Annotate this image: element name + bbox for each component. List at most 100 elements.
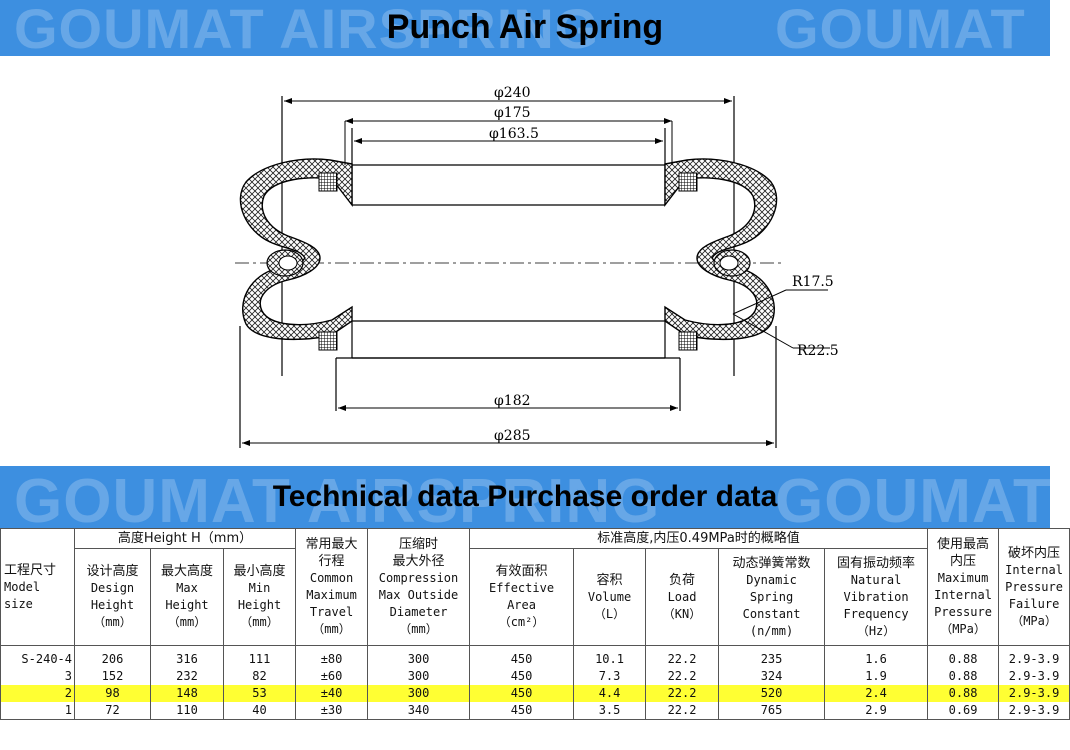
table-cell: 2.9-3.9 xyxy=(998,702,1070,720)
header-line: Pressure xyxy=(1005,579,1063,594)
header-line: Internal xyxy=(1005,562,1063,577)
header-line: Constant xyxy=(742,606,801,621)
header-line: 最小高度 xyxy=(233,564,286,579)
header-line: （KN） xyxy=(662,606,702,621)
header-line: 负荷 xyxy=(669,572,696,588)
header-line: Design xyxy=(90,581,135,595)
table-cell: 0.88 xyxy=(927,651,1000,668)
header-line: （Hz） xyxy=(856,623,896,638)
table-cell: ±60 xyxy=(295,668,369,685)
header-line: （mm） xyxy=(93,615,132,629)
header-line: Height xyxy=(237,598,282,612)
header-line: Dynamic xyxy=(746,572,797,587)
table-cell: 22.2 xyxy=(645,668,720,685)
table-cell: 82 xyxy=(222,668,297,685)
header-line: 破坏内压 xyxy=(1008,545,1061,561)
header-line: 最大外径 xyxy=(392,554,445,569)
model-cell: 3 xyxy=(0,668,75,685)
header-line: (n/mm) xyxy=(749,623,794,638)
table-cell: 22.2 xyxy=(645,651,720,668)
table-cell: 1.9 xyxy=(824,668,929,685)
dim-163-label: φ163.5 xyxy=(489,126,539,142)
header-line: 内压 xyxy=(950,554,977,569)
table-cell: 7.3 xyxy=(573,668,647,685)
table-cell: 2.9-3.9 xyxy=(998,668,1070,685)
header-line: Pressure xyxy=(934,605,992,619)
table-cell: 3.5 xyxy=(573,702,647,720)
header-line: （mm） xyxy=(240,615,279,629)
table-cell: 520 xyxy=(718,685,826,702)
table-cell: 1.6 xyxy=(824,651,929,668)
header-line: Max Outside xyxy=(378,588,459,602)
table-cell: 300 xyxy=(367,651,471,668)
header-line: Volume xyxy=(587,589,632,604)
header-line: Natural xyxy=(850,572,902,587)
header-line: Vibration xyxy=(843,589,909,604)
height-group-header: 高度Height H（mm） xyxy=(73,528,297,549)
header-line: Area xyxy=(507,598,536,612)
section-title: Technical data Purchase order data xyxy=(272,480,778,513)
dim-285-label: φ285 xyxy=(494,428,531,444)
header-line: Travel xyxy=(309,605,354,619)
table-cell: 148 xyxy=(150,685,224,702)
table-cell: 2.9 xyxy=(824,702,929,720)
radius-1-label: R17.5 xyxy=(792,274,834,290)
radius-2-label: R22.5 xyxy=(797,343,839,359)
table-cell: 765 xyxy=(718,702,826,720)
header-line: （L） xyxy=(593,606,626,621)
table-cell: 450 xyxy=(469,685,575,702)
table-cell: 2.9-3.9 xyxy=(998,685,1070,702)
header-line: 设计高度 xyxy=(86,564,139,579)
header-line: 容积 xyxy=(596,572,623,588)
table-cell: 2.9-3.9 xyxy=(998,651,1070,668)
header-line: Diameter xyxy=(389,605,448,619)
table-cell: 450 xyxy=(469,651,575,668)
table-cell: 0.88 xyxy=(927,668,1000,685)
air-spring-drawing: φ240 φ175 φ163.5 φ182 φ285 R17.5 R22.5 xyxy=(235,85,839,448)
header-line: Compression xyxy=(378,571,459,585)
header-line: Height xyxy=(165,598,209,612)
table-cell: 72 xyxy=(74,702,151,720)
dim-175-label: φ175 xyxy=(494,105,531,121)
header-line: Min xyxy=(248,581,271,595)
header-line: （mm） xyxy=(312,622,351,636)
model-cell: 2 xyxy=(0,685,75,702)
header-line: Frequency xyxy=(843,606,909,621)
header-line: （MPa） xyxy=(1011,613,1057,628)
table-gap xyxy=(0,645,1070,651)
header-line: Common xyxy=(309,571,354,585)
table-cell: 152 xyxy=(74,668,151,685)
watermark-left: GOUMAT AIRSPRING xyxy=(14,0,600,60)
page-title: Punch Air Spring xyxy=(386,8,664,46)
header-line: 固有振动频率 xyxy=(837,555,916,571)
table-cell: 324 xyxy=(718,668,826,685)
table-cell: 340 xyxy=(367,702,471,720)
header-line: 使用最高 xyxy=(937,537,990,552)
watermark-right: GOUMAT xyxy=(775,467,1052,536)
table-cell: 111 xyxy=(222,651,297,668)
header-line: （mm） xyxy=(399,622,438,636)
watermark-left: GOUMAT AIRSPRING xyxy=(14,467,661,536)
standard-group-header: 标准高度,内压0.49MPa时的概略值 xyxy=(469,528,929,549)
model-cell: 1 xyxy=(0,702,75,720)
header-line: Maximum xyxy=(306,588,357,602)
table-cell: 4.4 xyxy=(573,685,647,702)
table-cell: 22.2 xyxy=(645,702,720,720)
table-cell: 0.69 xyxy=(927,702,1000,720)
table-cell: 0.88 xyxy=(927,685,1000,702)
table-cell: 235 xyxy=(718,651,826,668)
